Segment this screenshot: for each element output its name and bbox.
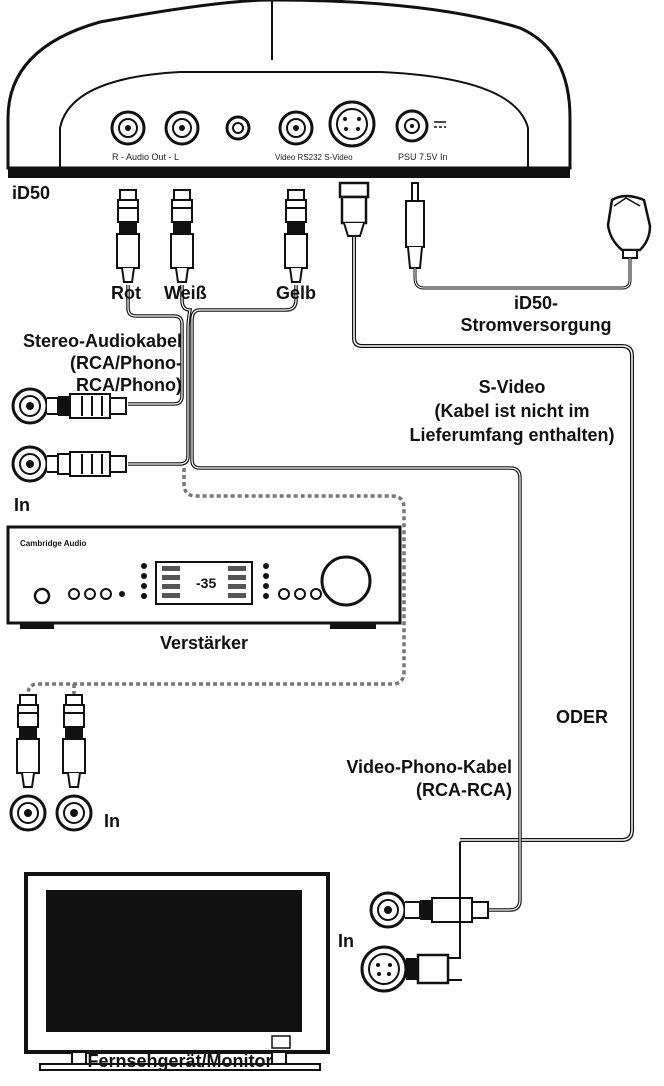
- amp-input-label: In: [14, 495, 30, 515]
- or-label: ODER: [556, 707, 609, 727]
- audio-out-left-jack: [164, 110, 200, 146]
- power-cable: [413, 258, 632, 290]
- lower-plug-1: [16, 694, 40, 788]
- power-supply-label-1: iD50-: [513, 293, 558, 313]
- stereo-audio-cable: [126, 285, 193, 466]
- yellow-plug: [284, 189, 308, 283]
- amp-input-jack-1: [11, 387, 127, 425]
- amplifier-label: Verstärker: [159, 633, 249, 653]
- power-plug: [405, 182, 425, 269]
- tv-monitor: [24, 872, 330, 1071]
- red-plug: [116, 189, 140, 283]
- red-plug-label: Rot: [111, 283, 141, 303]
- device-label: iD50: [12, 183, 51, 203]
- lower-input-jack-1: [9, 794, 47, 832]
- lower-input-jack-2: [55, 794, 93, 832]
- video-cable-label-2: (RCA-RCA): [416, 780, 512, 800]
- white-plug: [170, 189, 194, 283]
- lower-plug-2: [62, 694, 86, 788]
- svideo-label-3: Lieferumfang enthalten): [409, 425, 615, 445]
- volume-knob: [320, 555, 372, 607]
- amp-brand-label: Cambridge Audio: [20, 539, 86, 548]
- yellow-plug-label: Gelb: [276, 283, 317, 303]
- audio-cable-label-1: Stereo-Audiokabel: [22, 331, 182, 351]
- svideo-jack: [328, 100, 376, 148]
- video-phono-cable: [190, 285, 522, 912]
- svideo-label-2: (Kabel ist nicht im: [434, 401, 590, 421]
- audio-out-panel-label: R - Audio Out - L: [112, 152, 179, 162]
- svideo-plug-top: [338, 181, 370, 237]
- power-adapter: [606, 194, 652, 259]
- psu-panel-label: PSU 7.5V In: [398, 152, 448, 162]
- id50-dock: [6, 0, 572, 178]
- tv-svideo-input: [360, 842, 462, 993]
- rs232-jack: [225, 115, 251, 141]
- lower-input-label: In: [104, 811, 120, 831]
- audio-cable-label-3: RCA/Phono): [76, 375, 182, 395]
- svideo-label-1: S-Video: [478, 377, 546, 397]
- amplifier: [6, 525, 402, 629]
- tv-label: Fernsehgerät/Monitor: [87, 1051, 273, 1071]
- video-rs232-panel-label: Video RS232 S-Video: [275, 153, 353, 162]
- white-plug-label: Weiß: [164, 283, 207, 303]
- audio-cable-label-2: (RCA/Phono-: [70, 353, 182, 373]
- psu-jack: [395, 109, 446, 143]
- amp-display-value: -35: [196, 575, 216, 591]
- power-supply-label-2: Stromversorgung: [460, 315, 612, 335]
- video-cable-label-1: Video-Phono-Kabel: [346, 757, 512, 777]
- tv-video-input: [369, 891, 489, 929]
- video-out-jack: [278, 110, 314, 146]
- amp-input-jack-2: [11, 445, 127, 483]
- audio-out-right-jack: [110, 110, 146, 146]
- tv-input-label: In: [338, 931, 354, 951]
- dashed-audio-cable: [26, 468, 406, 715]
